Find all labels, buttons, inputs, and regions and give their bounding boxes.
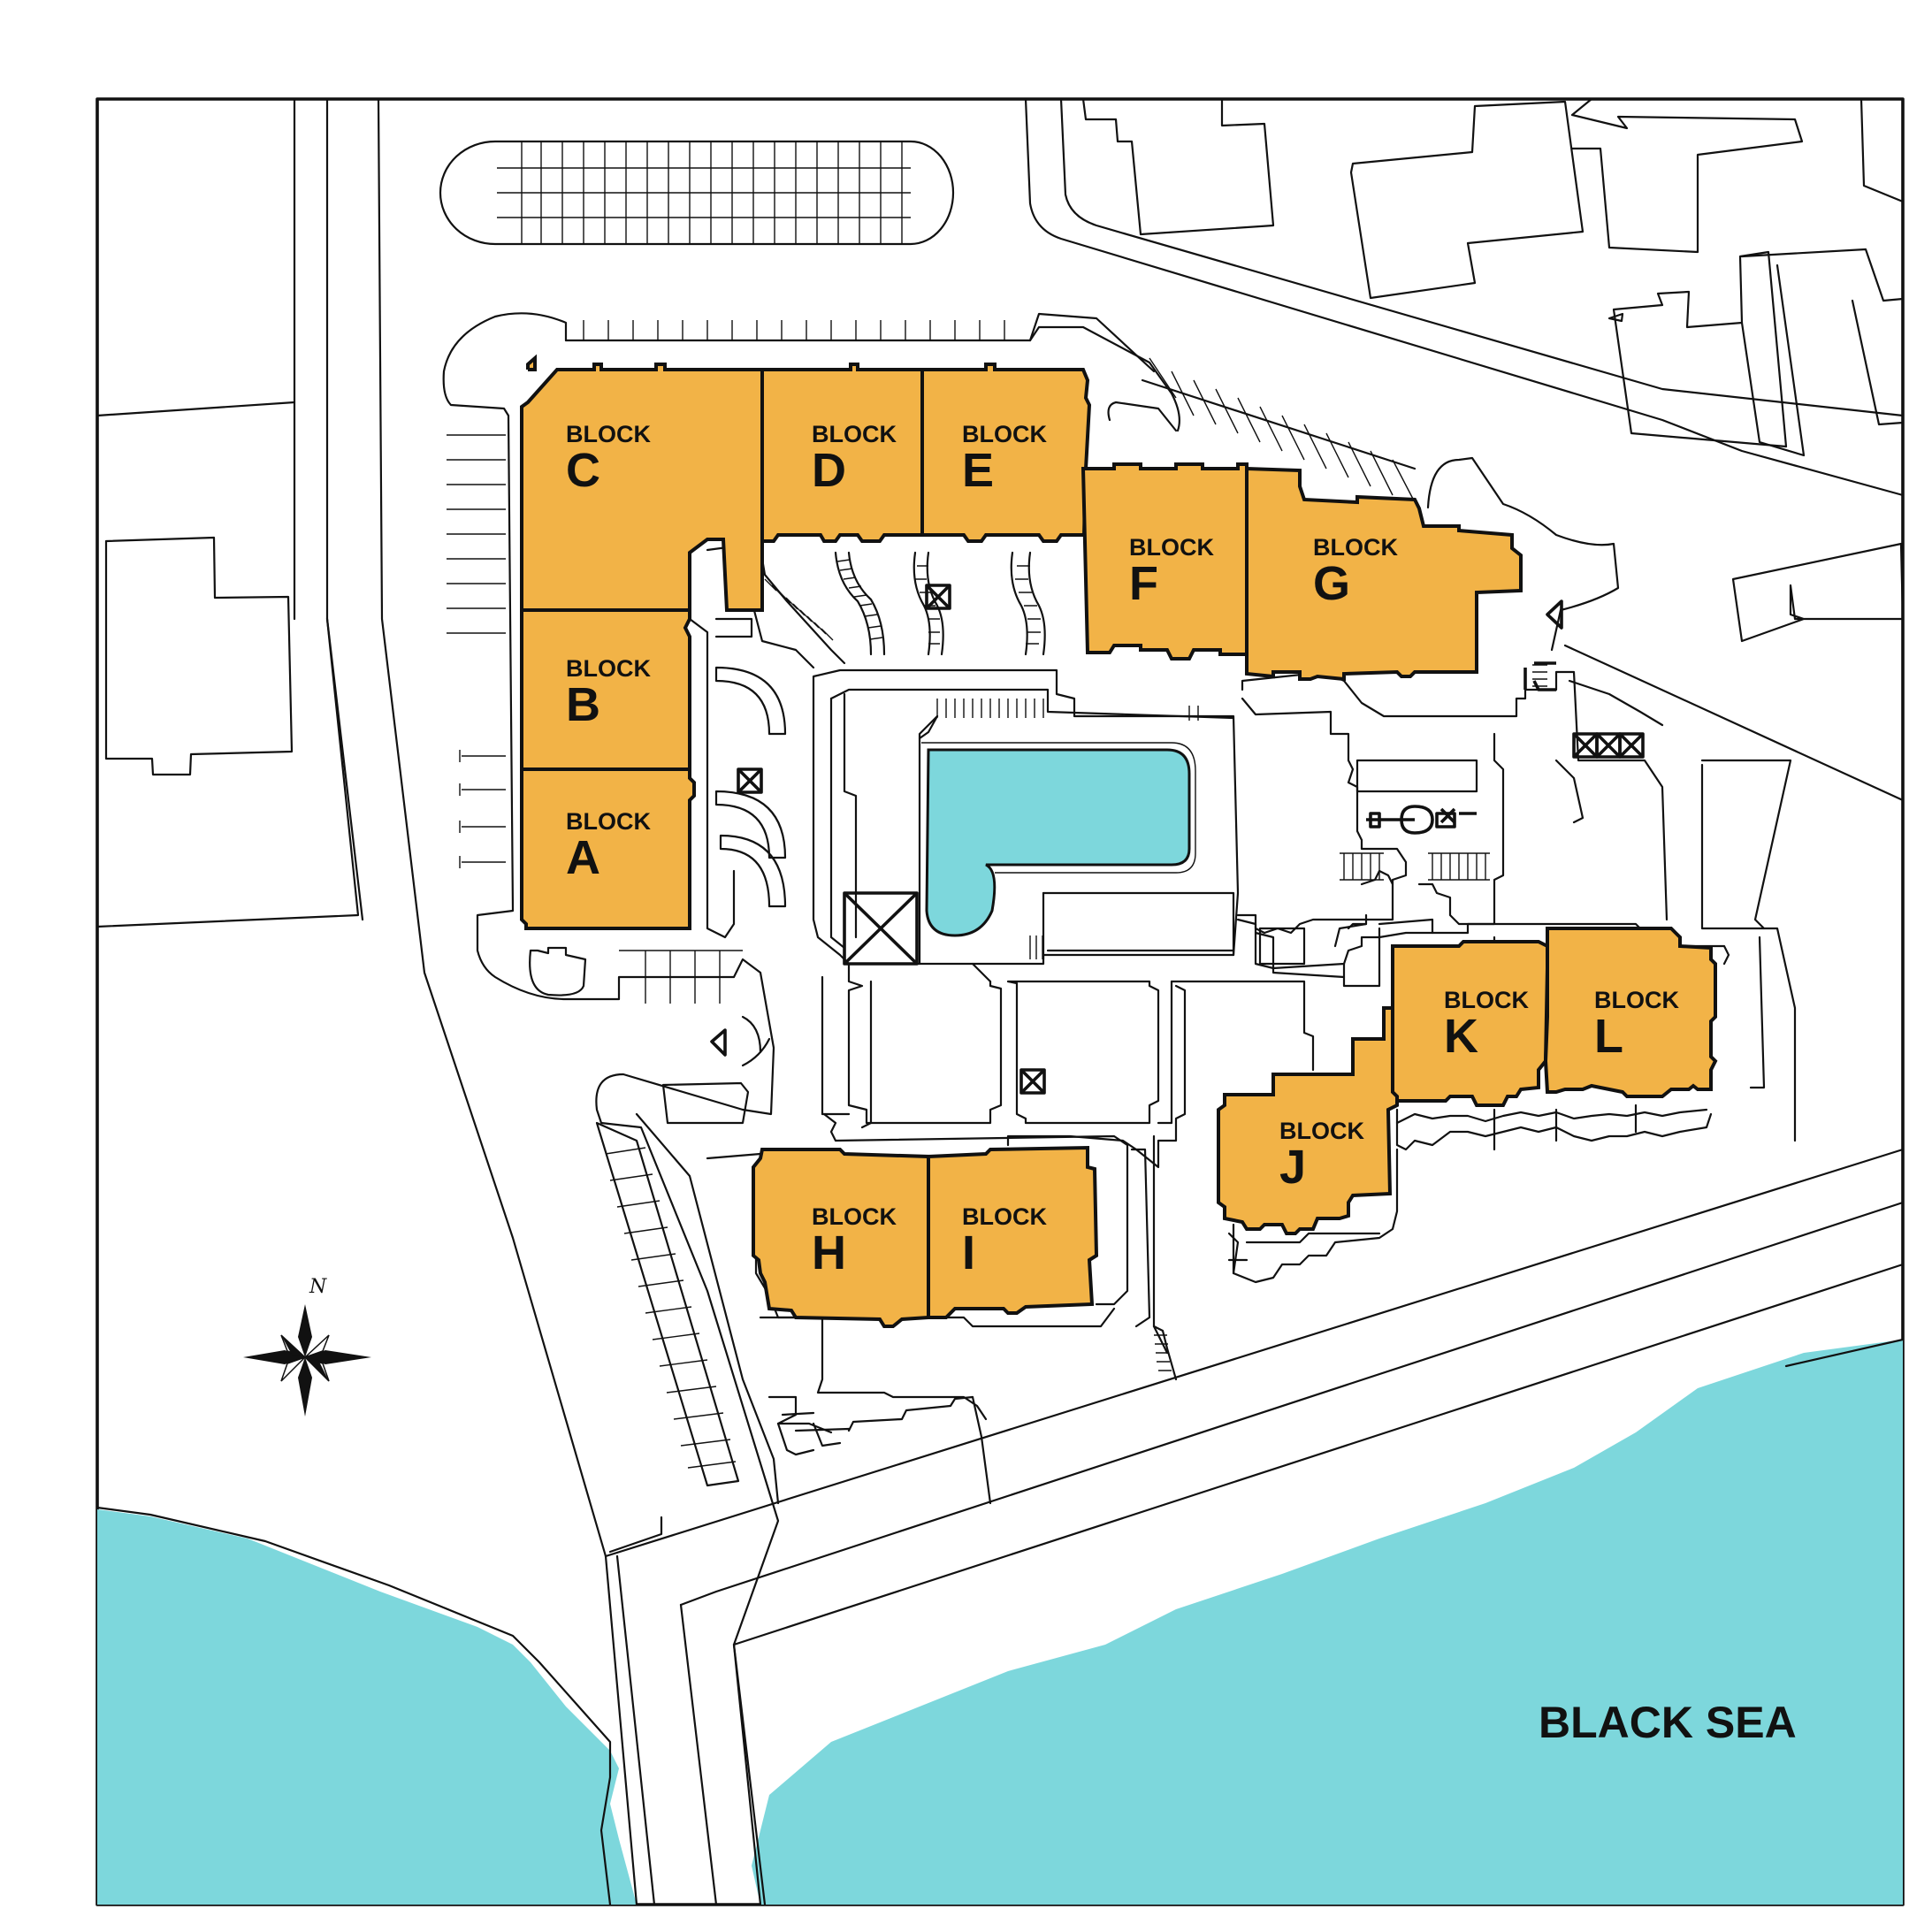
- block-g-word: BLOCK: [1313, 534, 1398, 561]
- entrance-arrow-west: [710, 1028, 727, 1057]
- black-sea-water-main: [752, 1340, 1903, 1905]
- block-b-word: BLOCK: [566, 655, 651, 682]
- block-a-word: BLOCK: [566, 808, 651, 835]
- lift-marker-2: [737, 767, 763, 794]
- block-l-word: BLOCK: [1594, 987, 1679, 1013]
- lift-marker-3: [1019, 1068, 1046, 1095]
- block-h-letter: H: [812, 1226, 846, 1279]
- block-k-letter: K: [1444, 1010, 1478, 1063]
- block-f-letter: F: [1129, 557, 1158, 610]
- block-a-letter: A: [566, 831, 600, 884]
- block-i[interactable]: [927, 1145, 1099, 1319]
- block-c-letter: C: [566, 444, 600, 497]
- block-f-word: BLOCK: [1129, 534, 1214, 561]
- complex-perimeter: [442, 312, 780, 1646]
- block-b[interactable]: [520, 608, 691, 771]
- block-i-word: BLOCK: [962, 1203, 1047, 1230]
- block-k[interactable]: [1391, 940, 1549, 1107]
- lift-marker-6: [1618, 732, 1645, 759]
- block-c-word: BLOCK: [566, 421, 651, 447]
- block-labels: BLOCK C BLOCK D BLOCK E BLOCK B BLOCK A …: [566, 421, 1679, 1279]
- black-sea-water: [97, 1509, 637, 1905]
- block-i-letter: I: [962, 1226, 975, 1279]
- block-b-letter: B: [566, 678, 600, 731]
- elevator-shaft: [843, 891, 919, 966]
- block-e-letter: E: [962, 444, 994, 497]
- top-parking-lot: [439, 140, 955, 246]
- block-c[interactable]: [520, 354, 764, 612]
- block-d-word: BLOCK: [812, 421, 897, 447]
- block-l[interactable]: [1543, 927, 1718, 1098]
- block-f[interactable]: [1081, 462, 1249, 661]
- sea-label: BLACK SEA: [1539, 1698, 1797, 1747]
- buildings-layer: [520, 354, 1718, 1328]
- block-j-word: BLOCK: [1279, 1118, 1364, 1144]
- block-h-word: BLOCK: [812, 1203, 897, 1230]
- lift-marker-1: [925, 584, 951, 610]
- block-l-letter: L: [1594, 1010, 1623, 1063]
- entrance-arrow-east: [1546, 599, 1563, 630]
- north-label: N: [309, 1276, 327, 1298]
- block-e-word: BLOCK: [962, 421, 1047, 447]
- block-e[interactable]: [920, 363, 1092, 543]
- block-j-letter: J: [1279, 1141, 1306, 1194]
- swimming-pool: [925, 748, 1191, 937]
- block-g[interactable]: [1245, 466, 1523, 682]
- block-a[interactable]: [520, 767, 696, 930]
- block-j[interactable]: [1217, 1006, 1399, 1235]
- block-g-letter: G: [1313, 557, 1350, 610]
- block-d-letter: D: [812, 444, 846, 497]
- compass-rose: N: [243, 1276, 371, 1417]
- block-d[interactable]: [760, 363, 924, 543]
- block-k-word: BLOCK: [1444, 987, 1529, 1013]
